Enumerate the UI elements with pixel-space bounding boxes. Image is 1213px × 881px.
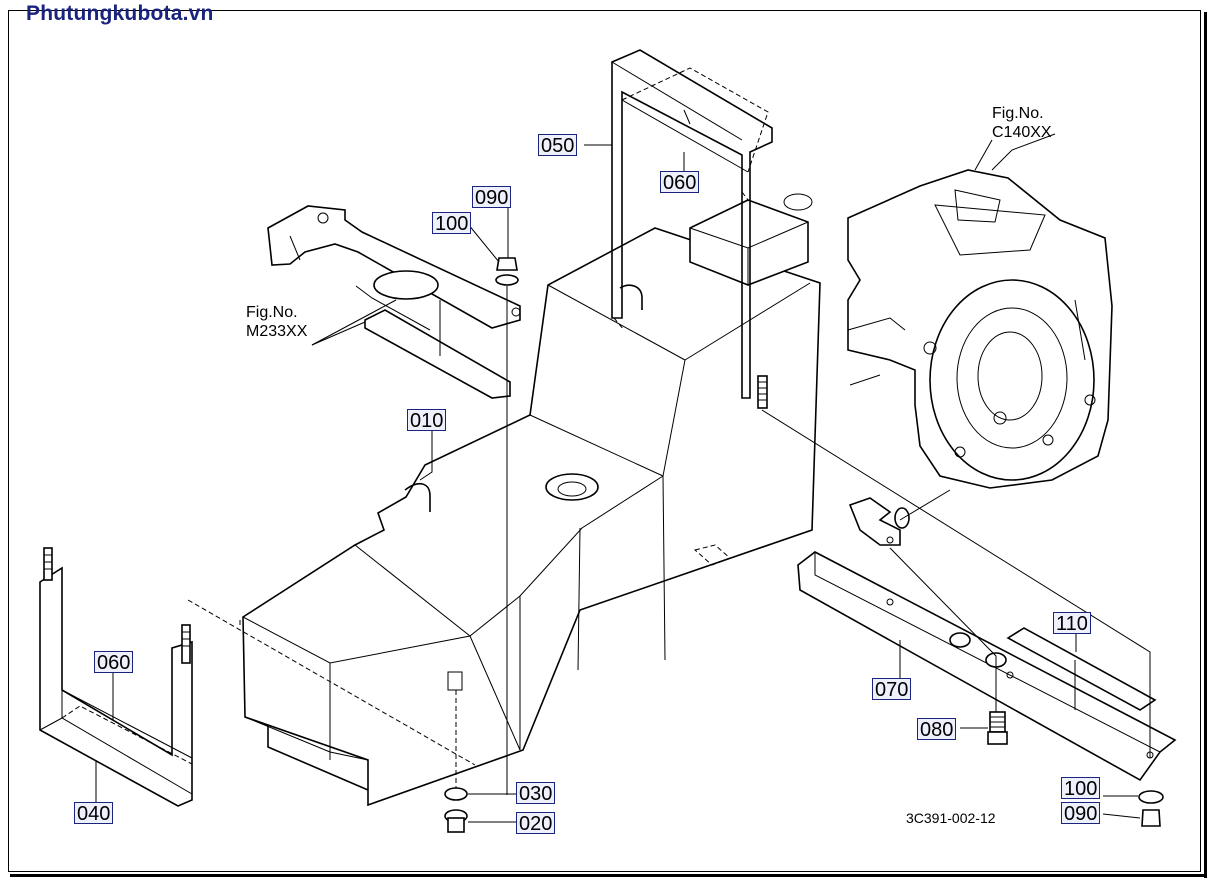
callout-010[interactable]: 010 [407,409,447,432]
clamp [848,497,910,546]
figure-ref-prefix: Fig.No. [992,105,1044,122]
drawing-code: 3C391-002-12 [906,810,996,826]
drain-plug [444,787,468,833]
upper-strap [611,49,773,409]
figure-ref-upper-right: Fig.No. C140XX [992,104,1052,142]
callout-070[interactable]: 070 [872,678,912,701]
callout-020[interactable]: 020 [516,812,556,835]
lower-strap [39,547,193,807]
figure-ref-number: C140XX [992,124,1052,141]
callout-030[interactable]: 030 [516,782,556,805]
callout-090-top[interactable]: 090 [472,186,512,209]
frame-shadow-bottom [10,874,1207,877]
drawing-frame [8,10,1201,872]
callout-080[interactable]: 080 [917,718,957,741]
side-bracket [797,551,1177,782]
washer-nut-top [495,257,519,286]
figure-ref-upper-left: Fig.No. M233XX [246,303,307,341]
watermark: Phutungkubota.vn [26,2,214,25]
callout-110[interactable]: 110 [1053,612,1091,635]
upper-bracket [267,205,521,399]
callout-100-top[interactable]: 100 [432,212,472,235]
figure-ref-number: M233XX [246,323,308,340]
callout-100-bottom[interactable]: 100 [1061,777,1101,800]
transmission-housing [847,139,1113,489]
frame-shadow-right [1204,12,1207,878]
callout-060-top[interactable]: 060 [660,171,700,194]
callout-050[interactable]: 050 [538,134,578,157]
callout-060-left[interactable]: 060 [94,651,134,674]
bolt-080 [987,711,1008,745]
callout-040[interactable]: 040 [74,802,114,825]
figure-ref-prefix: Fig.No. [246,304,298,321]
callout-090-bottom[interactable]: 090 [1061,802,1101,825]
fuel-tank [242,193,821,807]
washer-nut-bottom-right [1138,790,1164,827]
